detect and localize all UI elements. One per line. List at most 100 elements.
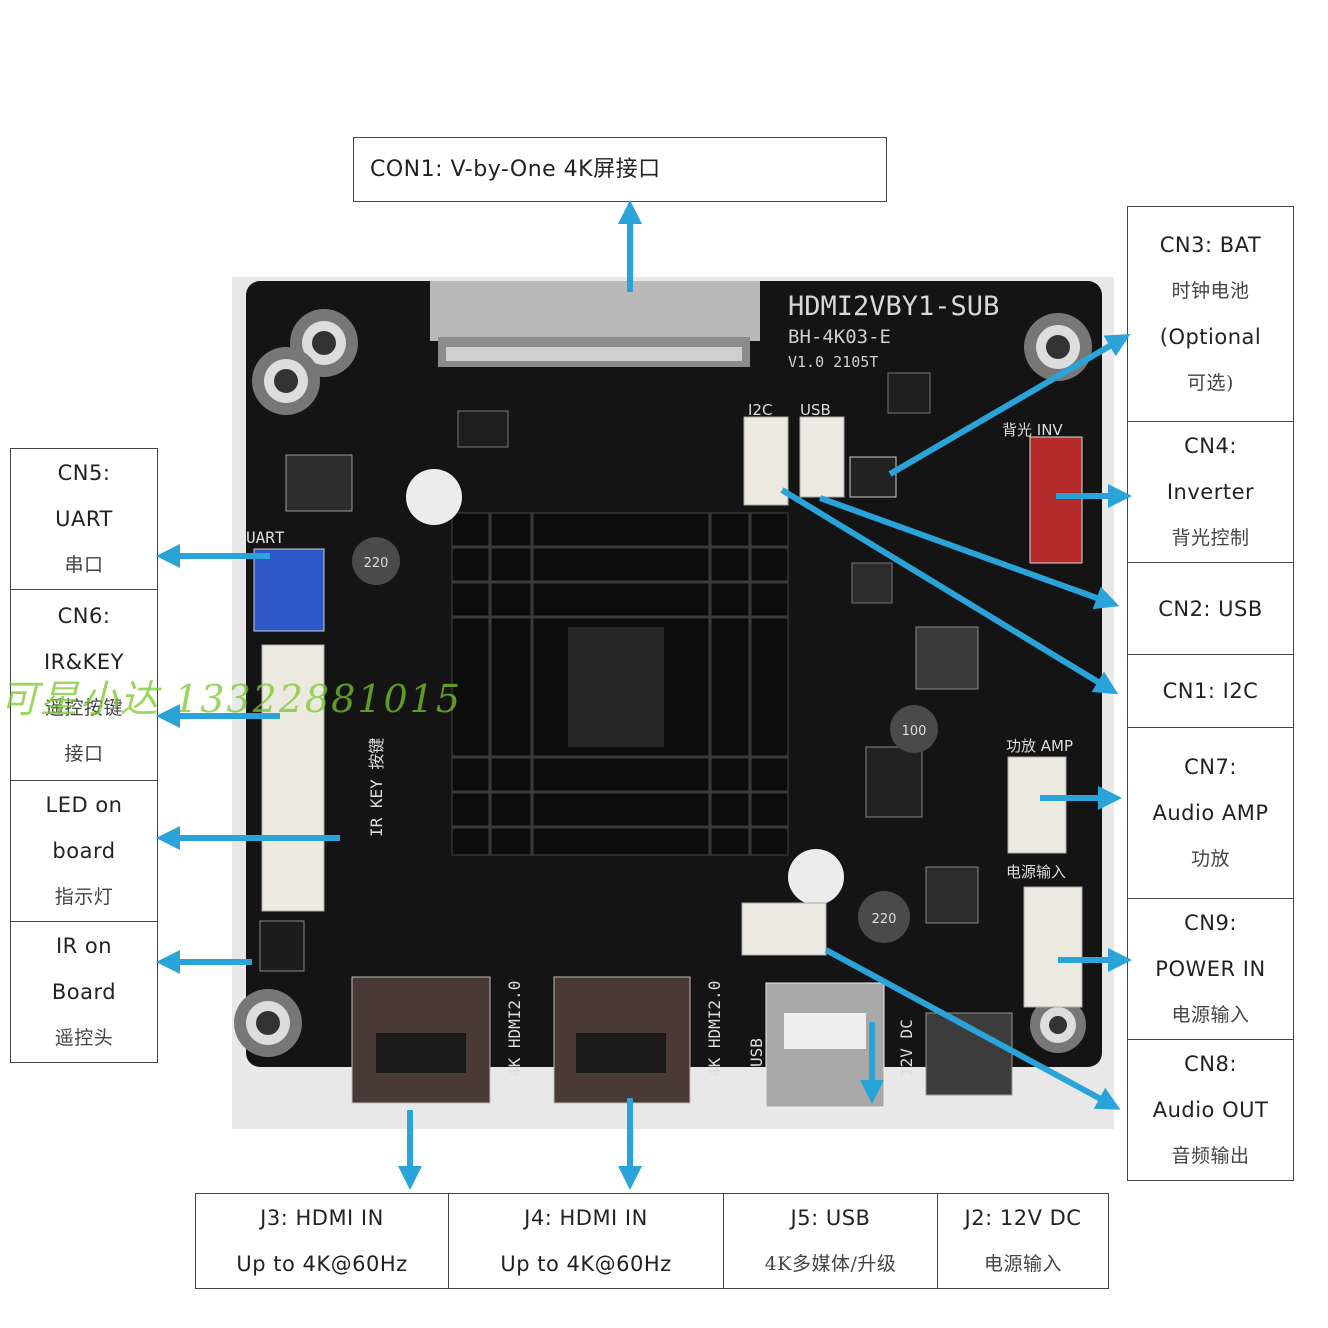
callout-cn3-line4: 可选) bbox=[1187, 372, 1234, 394]
svg-text:220: 220 bbox=[872, 912, 897, 927]
amp-connector: 功放 AMP bbox=[1006, 737, 1073, 854]
svg-text:USB: USB bbox=[747, 1038, 766, 1067]
callout-j2-line2: 电源输入 bbox=[983, 1253, 1062, 1275]
capacitor-2: 100 bbox=[890, 705, 938, 753]
capacitor-3: 220 bbox=[858, 891, 910, 943]
callout-cn7-line3: 功放 bbox=[1190, 848, 1230, 870]
svg-text:IR KEY 按键: IR KEY 按键 bbox=[367, 738, 386, 837]
power-ic bbox=[915, 626, 979, 690]
vbyone-connector bbox=[430, 281, 760, 367]
audio-out-connector bbox=[741, 902, 827, 956]
hdmi-port-j3: 4K HDMI2.0 bbox=[351, 976, 524, 1104]
callout-con1: CON1: V-by-One 4K屏接口 bbox=[353, 137, 887, 202]
callout-cn9-line2: POWER IN bbox=[1155, 957, 1266, 981]
callout-cn6: CN6: IR&KEY 遥控按键 接口 bbox=[10, 589, 158, 781]
uart-connector: UART bbox=[246, 528, 325, 632]
inductor bbox=[285, 454, 353, 512]
callout-ir: IR on Board 遥控头 bbox=[10, 921, 158, 1063]
callout-j3-line2: Up to 4K@60Hz bbox=[236, 1252, 408, 1276]
callout-j4-line2: Up to 4K@60Hz bbox=[500, 1252, 672, 1276]
callout-cn6-line4: 接口 bbox=[64, 743, 104, 765]
irkey-header: IR KEY 按键 bbox=[261, 644, 386, 912]
callout-cn3-line2: 时钟电池 bbox=[1171, 280, 1250, 302]
callout-led: LED on board 指示灯 bbox=[10, 780, 158, 922]
callout-cn3: CN3: BAT 时钟电池 (Optional 可选) bbox=[1127, 206, 1294, 422]
callout-cn4-line3: 背光控制 bbox=[1171, 527, 1250, 549]
svg-text:4K HDMI2.0: 4K HDMI2.0 bbox=[505, 981, 524, 1077]
callout-j4: J4: HDMI IN Up to 4K@60Hz bbox=[448, 1193, 724, 1289]
svg-text:背光 INV: 背光 INV bbox=[1002, 421, 1063, 439]
callout-cn7: CN7: Audio AMP 功放 bbox=[1127, 727, 1294, 899]
ic-chip-small-2 bbox=[887, 372, 931, 414]
callout-led-line3: 指示灯 bbox=[54, 886, 114, 908]
amp-ic bbox=[865, 746, 923, 818]
callout-cn9: CN9: POWER IN 电源输入 bbox=[1127, 898, 1294, 1040]
watermark-text: 可星小达 13322881015 bbox=[0, 677, 463, 721]
callout-cn4: CN4: Inverter 背光控制 bbox=[1127, 421, 1294, 563]
callout-j5: J5: USB 4K多媒体/升级 bbox=[723, 1193, 938, 1289]
board-model-label: HDMI2VBY1-SUB bbox=[788, 291, 999, 322]
board-version-label: V1.0 2105T bbox=[788, 353, 878, 371]
mounting-hole-bottom-left bbox=[234, 989, 302, 1057]
callout-cn2-line1: CN2: USB bbox=[1158, 596, 1263, 621]
svg-text:4K HDMI2.0: 4K HDMI2.0 bbox=[705, 981, 724, 1077]
mounting-hole-top-left-2 bbox=[252, 347, 320, 415]
callout-j2-line1: J2: 12V DC bbox=[964, 1206, 1082, 1230]
capacitor-1: 220 bbox=[352, 537, 400, 585]
heatsink bbox=[451, 512, 789, 856]
callout-cn9-line1: CN9: bbox=[1184, 911, 1237, 935]
callout-ir-line1: IR on bbox=[55, 934, 113, 958]
callout-cn5: CN5: UART 串口 bbox=[10, 448, 158, 590]
callout-cn4-line1: CN4: bbox=[1184, 434, 1237, 458]
callout-cn9-line3: 电源输入 bbox=[1171, 1004, 1250, 1026]
callout-ir-line2: Board bbox=[51, 980, 117, 1004]
svg-text:功放 AMP: 功放 AMP bbox=[1006, 737, 1073, 755]
callout-j4-line1: J4: HDMI IN bbox=[524, 1206, 648, 1230]
ic-chip-small bbox=[457, 410, 509, 448]
usb-port-j5: USB bbox=[747, 982, 885, 1108]
callout-cn2: CN2: USB bbox=[1127, 562, 1294, 655]
standoff-top bbox=[406, 469, 462, 525]
callout-cn3-line3: (Optional bbox=[1159, 325, 1262, 349]
callout-cn4-line2: Inverter bbox=[1166, 480, 1255, 504]
i2c-header: I2C bbox=[743, 401, 789, 506]
callout-j5-line2: 4K多媒体/升级 bbox=[764, 1253, 897, 1275]
usb-header: USB bbox=[799, 401, 845, 498]
inductor-2 bbox=[851, 562, 893, 604]
svg-text:220: 220 bbox=[364, 556, 389, 571]
callout-ir-line3: 遥控头 bbox=[54, 1027, 114, 1049]
inductor-3 bbox=[925, 866, 979, 924]
callout-led-line1: LED on bbox=[45, 793, 123, 817]
callout-cn8-line2: Audio OUT bbox=[1152, 1098, 1269, 1122]
callout-con1-text: CON1: V-by-One 4K屏接口 bbox=[370, 156, 661, 182]
callout-cn7-line2: Audio AMP bbox=[1152, 801, 1269, 825]
svg-text:100: 100 bbox=[902, 724, 927, 739]
callout-cn6-line2: IR&KEY bbox=[43, 650, 125, 674]
callout-cn8-line1: CN8: bbox=[1184, 1052, 1237, 1076]
callout-j5-line1: J5: USB bbox=[790, 1206, 871, 1230]
battery-socket bbox=[849, 456, 897, 498]
svg-text:电源输入: 电源输入 bbox=[1006, 863, 1066, 881]
callout-cn5-line2: UART bbox=[55, 507, 113, 531]
callout-cn5-line1: CN5: bbox=[57, 461, 111, 485]
callout-cn1: CN1: I2C bbox=[1127, 654, 1294, 728]
callout-cn8-line3: 音频输出 bbox=[1171, 1145, 1250, 1167]
callout-cn5-line3: 串口 bbox=[64, 554, 104, 576]
callout-led-line2: board bbox=[52, 839, 116, 863]
mounting-hole-top-right bbox=[1024, 313, 1092, 381]
board-part-label: BH-4K03-E bbox=[788, 326, 891, 348]
ir-receiver bbox=[259, 920, 305, 972]
callout-j3: J3: HDMI IN Up to 4K@60Hz bbox=[195, 1193, 449, 1289]
svg-text:I2C: I2C bbox=[748, 401, 772, 419]
callout-cn7-line1: CN7: bbox=[1184, 755, 1237, 779]
svg-text:USB: USB bbox=[800, 401, 831, 419]
hdmi-port-j4: 4K HDMI2.0 bbox=[553, 976, 724, 1104]
standoff-bottom bbox=[788, 849, 844, 905]
callout-cn3-line1: CN3: BAT bbox=[1159, 233, 1262, 257]
callout-cn1-line1: CN1: I2C bbox=[1162, 679, 1259, 703]
callout-cn8: CN8: Audio OUT 音频输出 bbox=[1127, 1039, 1294, 1181]
callout-j3-line1: J3: HDMI IN bbox=[260, 1206, 384, 1230]
callout-j2: J2: 12V DC 电源输入 bbox=[937, 1193, 1109, 1289]
svg-text:12V DC: 12V DC bbox=[897, 1019, 916, 1077]
svg-text:UART: UART bbox=[246, 528, 285, 547]
